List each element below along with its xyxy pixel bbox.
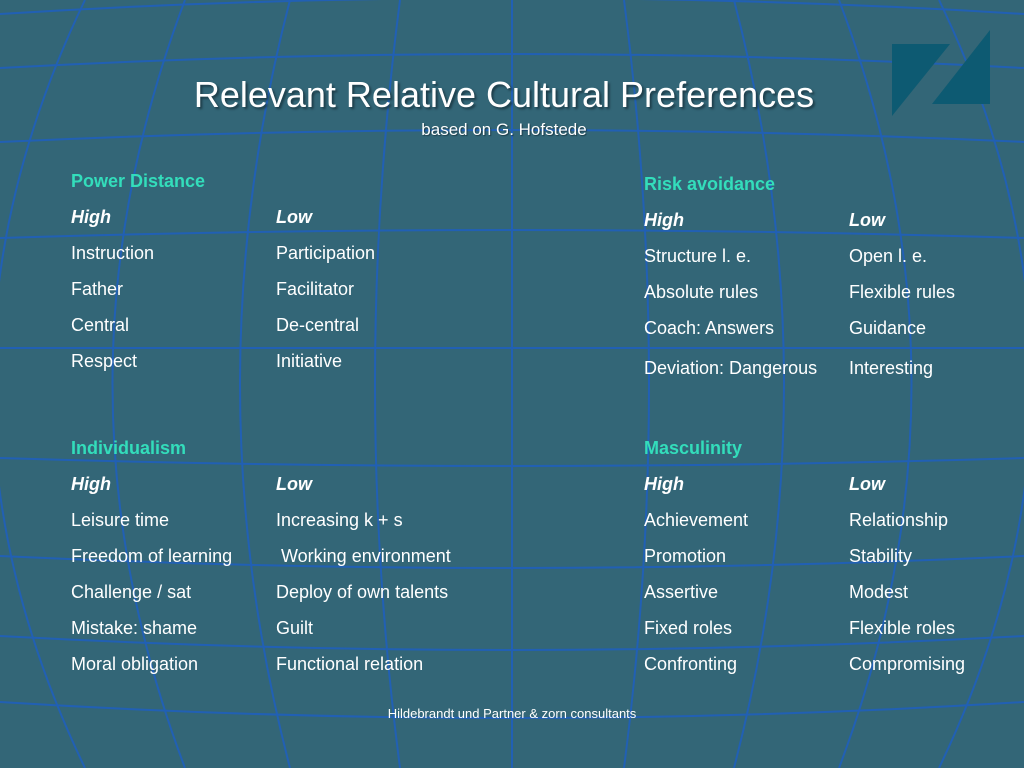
high-value: Confronting	[644, 654, 738, 674]
high-value: Central	[71, 315, 130, 335]
section-risk-avoidance: Risk avoidance High Low Structure l. e. Op…	[644, 174, 955, 394]
column-headers: High Low	[644, 210, 955, 246]
company-logo	[892, 30, 990, 116]
table-row: Fixed roles Flexible roles	[644, 618, 965, 654]
section-power-distance: Power Distance High Low Instruction Partic…	[71, 171, 375, 387]
table-row: Promotion Stability	[644, 546, 965, 582]
section-individualism: Individualism High Low Leisure time Increa…	[71, 438, 451, 690]
slide-title: Relevant Relative Cultural Preferences	[193, 74, 815, 115]
slide-footer: Hildebrandt und Partner & zorn consultan…	[387, 706, 637, 721]
high-value: Assertive	[644, 582, 719, 602]
high-value: Leisure time	[71, 510, 170, 530]
table-row: Respect Initiative	[71, 351, 375, 387]
high-header: High	[644, 210, 684, 230]
high-value: Father	[71, 279, 124, 299]
high-header: High	[644, 474, 684, 494]
high-value: Coach: Answers	[644, 318, 775, 338]
high-value: Deviation: Dangerous	[644, 358, 818, 378]
low-value: De-central	[276, 315, 360, 335]
column-headers: High Low	[71, 207, 375, 243]
high-value: Challenge / sat	[71, 582, 192, 602]
table-row: Confronting Compromising	[644, 654, 965, 690]
low-value: Flexible roles	[849, 618, 956, 638]
low-header: Low	[849, 210, 885, 230]
low-value: Flexible rules	[849, 282, 956, 302]
high-value: Absolute rules	[644, 282, 759, 302]
high-value: Moral obligation	[71, 654, 199, 674]
column-headers: High Low	[644, 474, 965, 510]
section-masculinity: Masculinity High Low Achievement Relations…	[644, 438, 965, 690]
table-row: Challenge / sat Deploy of own talents	[71, 582, 451, 618]
section-heading: Power Distance	[71, 171, 206, 191]
high-value: Mistake: shame	[71, 618, 198, 638]
section-heading: Masculinity	[644, 438, 743, 458]
table-row: Instruction Participation	[71, 243, 375, 279]
high-header: High	[71, 207, 111, 227]
high-value: Freedom of learning	[71, 546, 233, 566]
high-header: High	[71, 474, 111, 494]
low-value: Working environment	[276, 546, 451, 566]
table-row: Structure l. e. Open l. e.	[644, 246, 955, 282]
table-row: Assertive Modest	[644, 582, 965, 618]
table-row: Deviation: Dangerous Interesting	[644, 358, 955, 394]
table-row: Leisure time Increasing k + s	[71, 510, 451, 546]
low-value: Facilitator	[276, 279, 355, 299]
low-value: Initiative	[276, 351, 343, 371]
low-value: Participation	[276, 243, 376, 263]
table-row: Coach: Answers Guidance	[644, 318, 955, 354]
low-value: Deploy of own talents	[276, 582, 449, 602]
low-value: Guilt	[276, 618, 314, 638]
low-value: Stability	[849, 546, 913, 566]
low-value: Guidance	[849, 318, 927, 338]
high-value: Achievement	[644, 510, 749, 530]
table-row: Absolute rules Flexible rules	[644, 282, 955, 318]
section-heading: Risk avoidance	[644, 174, 776, 194]
table-row: Father Facilitator	[71, 279, 375, 315]
low-value: Compromising	[849, 654, 966, 674]
high-value: Instruction	[71, 243, 155, 263]
table-row: Central De-central	[71, 315, 375, 351]
high-value: Fixed roles	[644, 618, 733, 638]
slide-subtitle: based on G. Hofstede	[421, 120, 587, 139]
low-value: Modest	[849, 582, 909, 602]
low-header: Low	[849, 474, 885, 494]
low-value: Open l. e.	[849, 246, 928, 266]
table-row: Achievement Relationship	[644, 510, 965, 546]
low-header: Low	[276, 474, 312, 494]
low-value: Relationship	[849, 510, 949, 530]
table-row: Moral obligation Functional relation	[71, 654, 451, 690]
low-value: Interesting	[849, 358, 934, 378]
column-headers: High Low	[71, 474, 451, 510]
low-header: Low	[276, 207, 312, 227]
high-value: Respect	[71, 351, 138, 371]
low-value: Functional relation	[276, 654, 424, 674]
table-row: Freedom of learning Working environment	[71, 546, 451, 582]
section-heading: Individualism	[71, 438, 187, 458]
low-value: Increasing k + s	[276, 510, 403, 530]
table-row: Mistake: shame Guilt	[71, 618, 451, 654]
high-value: Promotion	[644, 546, 727, 566]
high-value: Structure l. e.	[644, 246, 752, 266]
